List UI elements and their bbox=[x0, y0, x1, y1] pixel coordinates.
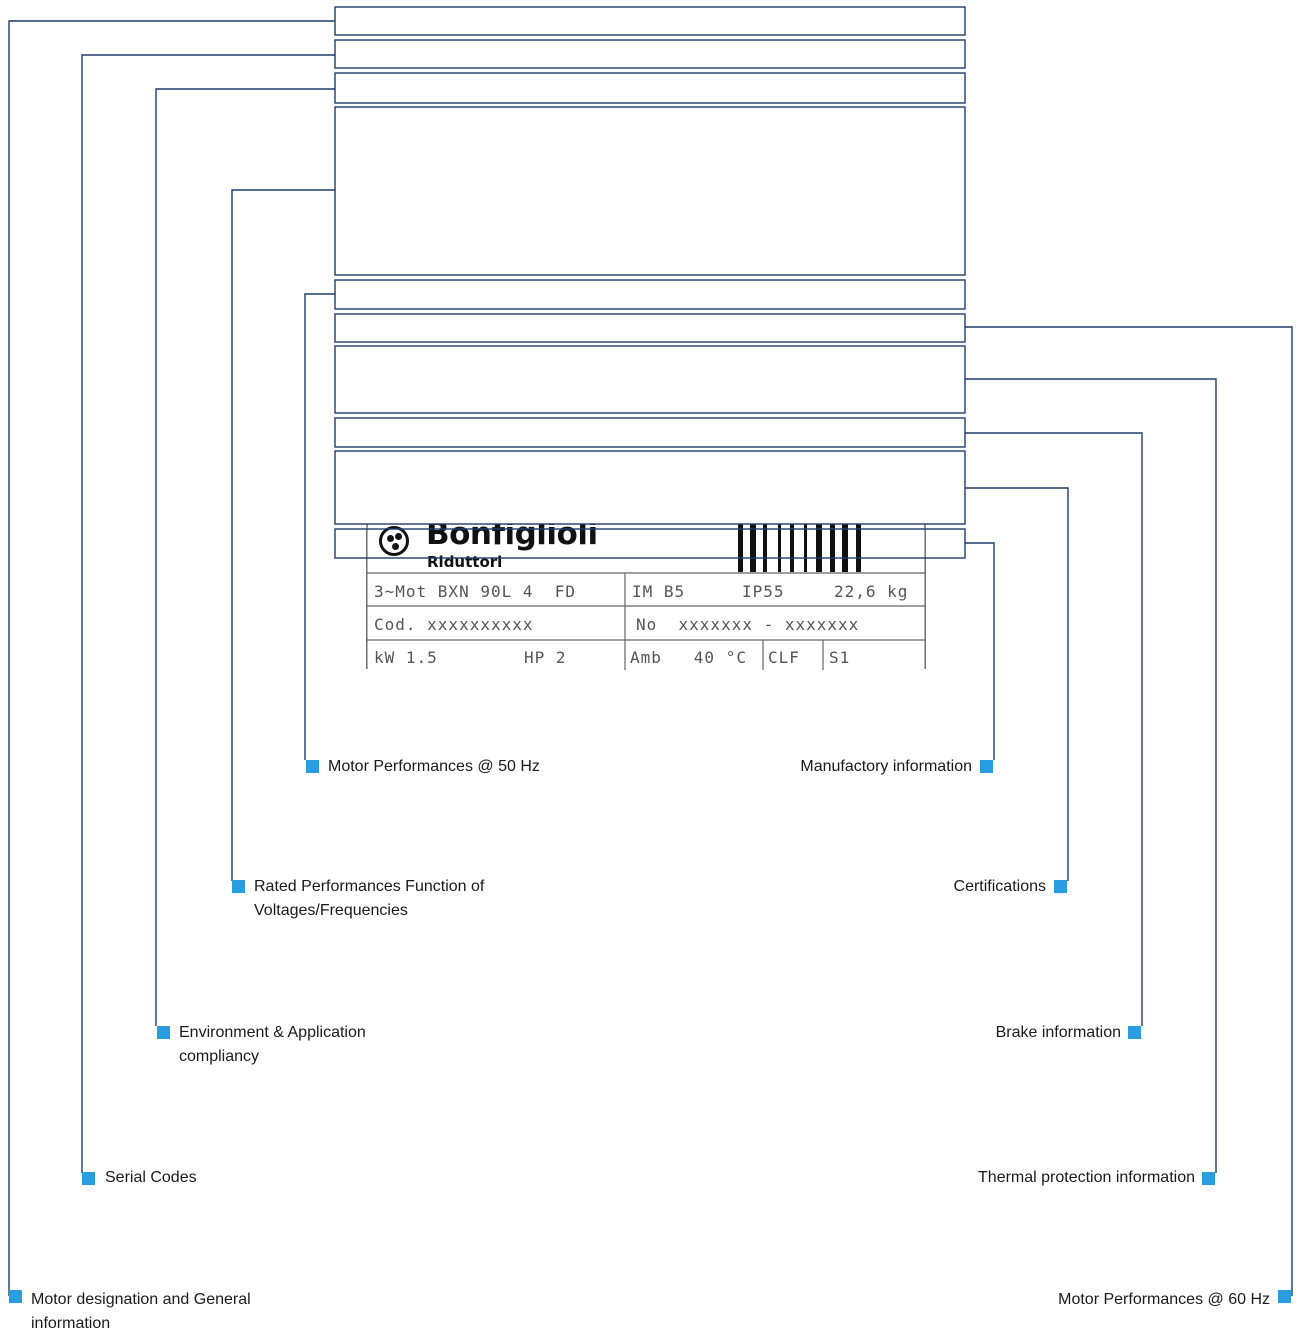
marker-thermal-icon bbox=[1202, 1172, 1215, 1185]
marker-certifications-icon bbox=[1054, 880, 1067, 893]
barcode-bar bbox=[816, 514, 822, 572]
leader-motor-designation bbox=[8, 20, 335, 1296]
leader-motor-60hz bbox=[965, 326, 1293, 1296]
brand-logo-icon bbox=[379, 526, 409, 556]
nameplate: Bonfiglioli Riduttori 3~Mot BXN 90L 4 FD… bbox=[366, 510, 926, 670]
power-hp-value: HP 2 bbox=[524, 648, 567, 667]
mounting-value: IM B5 bbox=[632, 582, 686, 601]
label-thermal: Thermal protection information bbox=[978, 1169, 1195, 1186]
power-kw-value: kW 1.5 bbox=[374, 648, 438, 667]
ambient-value: Amb 40 °C bbox=[630, 648, 747, 667]
duty-value: S1 bbox=[829, 648, 851, 667]
brand-subtitle: Riduttori bbox=[427, 553, 503, 571]
zone-thermal bbox=[334, 345, 966, 414]
weight-value: 22,6 kg bbox=[834, 582, 909, 601]
leader-manufactory bbox=[965, 542, 995, 760]
leader-motor-50hz bbox=[304, 293, 335, 760]
label-brake: Brake information bbox=[995, 1024, 1121, 1041]
label-serial-codes: Serial Codes bbox=[105, 1169, 197, 1186]
insulation-value: CLF bbox=[768, 648, 800, 667]
barcode-bar bbox=[750, 514, 756, 572]
zone-rated-performances bbox=[334, 106, 966, 276]
marker-motor-60hz-icon bbox=[1278, 1290, 1291, 1303]
barcode-bar bbox=[804, 514, 807, 572]
leader-thermal bbox=[965, 378, 1217, 1173]
leader-rated-performances bbox=[231, 189, 335, 881]
leader-serial-codes bbox=[81, 54, 335, 1173]
marker-motor-50hz-icon bbox=[306, 760, 319, 773]
label-certifications: Certifications bbox=[953, 878, 1046, 895]
barcode-bar bbox=[738, 514, 743, 572]
leader-certifications bbox=[965, 487, 1069, 881]
marker-serial-codes-icon bbox=[82, 1172, 95, 1185]
label-motor-60hz: Motor Performances @ 60 Hz bbox=[1058, 1291, 1270, 1308]
label-rated-performances: Rated Performances Function of Voltages/… bbox=[254, 878, 485, 919]
barcode-bar bbox=[842, 514, 848, 572]
serial-value: No xxxxxxx - xxxxxxx bbox=[636, 615, 860, 634]
designation-value: 3~Mot BXN 90L 4 FD bbox=[374, 582, 577, 601]
zone-motor-50hz bbox=[334, 279, 966, 310]
label-manufactory: Manufactory information bbox=[800, 758, 972, 775]
zone-environment bbox=[334, 72, 966, 104]
protection-value: IP55 bbox=[742, 582, 785, 601]
zone-motor-60hz bbox=[334, 313, 966, 343]
marker-rated-performances-icon bbox=[232, 880, 245, 893]
label-motor-50hz: Motor Performances @ 50 Hz bbox=[328, 758, 540, 775]
barcode-bar bbox=[778, 514, 781, 572]
zone-brake bbox=[334, 417, 966, 448]
barcode-bar bbox=[790, 514, 794, 572]
marker-environment-icon bbox=[157, 1026, 170, 1039]
zone-motor-designation bbox=[334, 6, 966, 36]
barcode-bar bbox=[763, 514, 767, 572]
label-motor-designation: Motor designation and General informatio… bbox=[31, 1291, 251, 1332]
marker-manufactory-icon bbox=[980, 760, 993, 773]
zone-serial-codes bbox=[334, 39, 966, 69]
marker-motor-designation-icon bbox=[9, 1290, 22, 1303]
label-environment: Environment & Application compliancy bbox=[179, 1024, 366, 1065]
barcode-icon bbox=[738, 514, 861, 572]
code-value: Cod. xxxxxxxxxx bbox=[374, 615, 534, 634]
barcode-bar bbox=[856, 514, 861, 572]
marker-brake-icon bbox=[1128, 1026, 1141, 1039]
barcode-bar bbox=[830, 514, 835, 572]
leader-brake bbox=[965, 432, 1143, 1026]
brand-name: Bonfiglioli bbox=[426, 516, 598, 552]
